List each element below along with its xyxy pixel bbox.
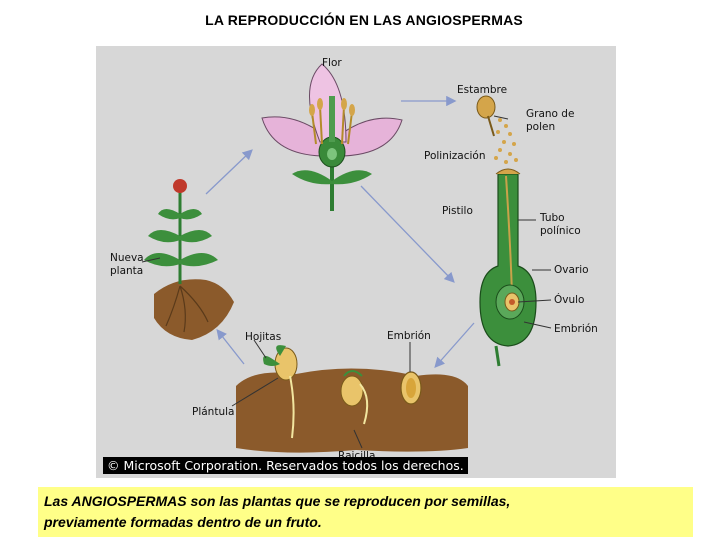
- label-plantula: Plántula: [192, 406, 235, 418]
- label-nueva-1: Nueva: [110, 252, 144, 264]
- stamen-illustration: [476, 95, 509, 137]
- caption-line-2: previamente formadas dentro de un fruto.: [44, 514, 322, 530]
- flower-illustration: [261, 63, 403, 211]
- arrow-plant-to-flower: [205, 149, 253, 195]
- label-grano-2: polen: [526, 121, 556, 133]
- label-flor: Flor: [322, 57, 342, 69]
- label-tubo-2: polínico: [540, 225, 581, 237]
- new-plant-illustration: [141, 179, 234, 340]
- label-tubo-1: Tubo: [540, 212, 565, 224]
- page-title: LA REPRODUCCIÓN EN LAS ANGIOSPERMAS: [205, 12, 523, 28]
- label-embrion-right: Embrión: [554, 323, 598, 335]
- seed-embryo: [400, 342, 422, 405]
- label-embrion-bottom: Embrión: [387, 330, 431, 342]
- caption-box: Las ANGIOSPERMAS son las plantas que se …: [38, 487, 693, 537]
- label-ovario: Ovario: [554, 264, 589, 276]
- label-grano-1: Grano de: [526, 108, 575, 120]
- pollen-grains: [494, 118, 518, 164]
- arrow-flower-to-ovary: [360, 185, 455, 283]
- pistil-illustration: [479, 168, 552, 367]
- arrow-seedling-to-plant: [216, 328, 245, 365]
- diagram-illustration: [141, 63, 552, 453]
- label-polinizacion: Polinización: [424, 150, 486, 162]
- label-nueva-2: planta: [110, 265, 144, 277]
- label-pistilo: Pistilo: [442, 205, 473, 217]
- seed-sprouting: [340, 370, 369, 425]
- label-ovulo: Óvulo: [554, 294, 585, 306]
- label-hojitas: Hojitas: [245, 331, 282, 343]
- seedling-illustration: [231, 339, 363, 449]
- caption-line-1: Las ANGIOSPERMAS son las plantas que se …: [44, 493, 511, 509]
- copyright-notice: © Microsoft Corporation. Reservados todo…: [103, 457, 468, 474]
- arrow-ovary-to-embryo: [434, 322, 475, 368]
- label-estambre: Estambre: [457, 84, 508, 96]
- life-cycle-diagram: Flor Estambre Grano de polen Polinizació…: [96, 46, 616, 478]
